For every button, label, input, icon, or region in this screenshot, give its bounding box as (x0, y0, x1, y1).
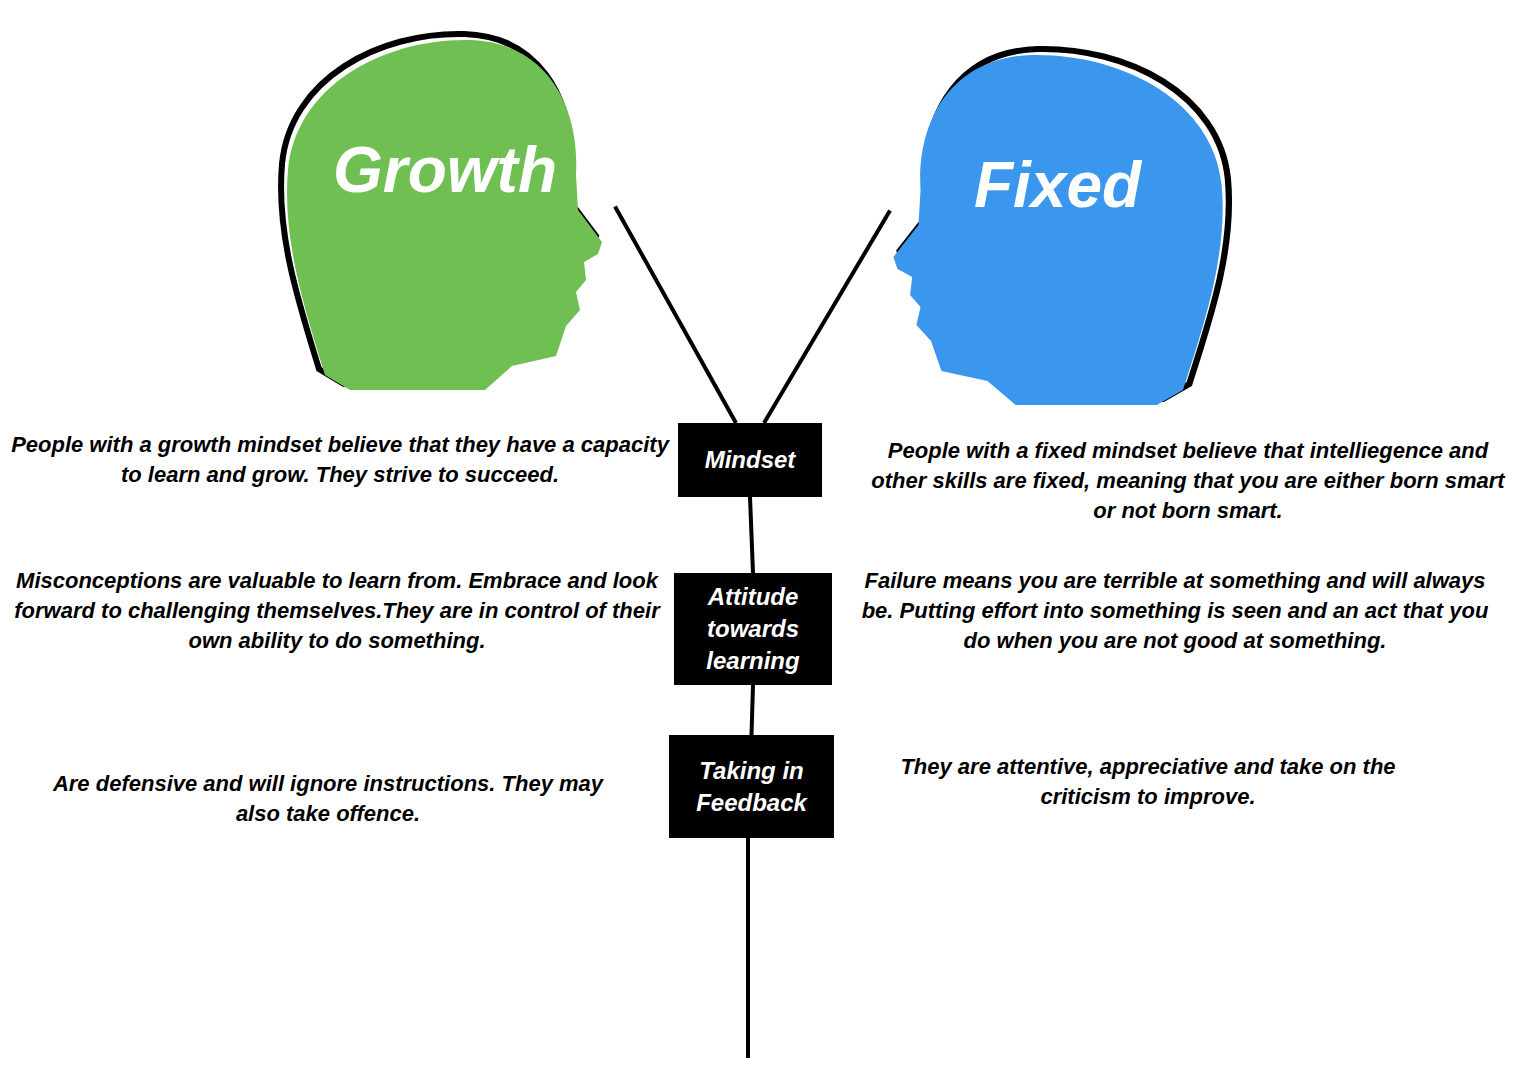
mindset-box: Mindset (678, 423, 822, 497)
fixed-feedback-text: They are attentive, appreciative and tak… (868, 752, 1428, 812)
fixed-learning-text: Failure means you are terrible at someth… (850, 566, 1500, 656)
head-title: Fixed (885, 150, 1230, 220)
category-label: Taking in Feedback (679, 755, 824, 819)
category-label: Mindset (705, 444, 796, 476)
fixed-mindset-text: People with a fixed mindset believe that… (858, 436, 1518, 526)
connector-line (764, 211, 890, 423)
attitude-box: Attitude towards learning (674, 573, 832, 685)
connector-line (752, 685, 754, 735)
timeline-tail (746, 838, 750, 1058)
feedback-box: Taking in Feedback (669, 735, 834, 838)
head-fill (893, 55, 1222, 405)
head-fill (287, 40, 602, 390)
growth-feedback-text: Are defensive and will ignore instructio… (38, 769, 618, 829)
growth-head: Growth (280, 30, 610, 390)
connector-line (750, 497, 753, 573)
growth-learning-text: Misconceptions are valuable to learn fro… (12, 566, 662, 656)
head-silhouette (280, 30, 610, 390)
fixed-head: Fixed (885, 45, 1230, 405)
connector-line (615, 206, 736, 423)
growth-mindset-text: People with a growth mindset believe tha… (5, 430, 675, 490)
head-silhouette (885, 45, 1230, 405)
head-title: Growth (280, 135, 610, 205)
category-label: Attitude towards learning (684, 581, 822, 677)
